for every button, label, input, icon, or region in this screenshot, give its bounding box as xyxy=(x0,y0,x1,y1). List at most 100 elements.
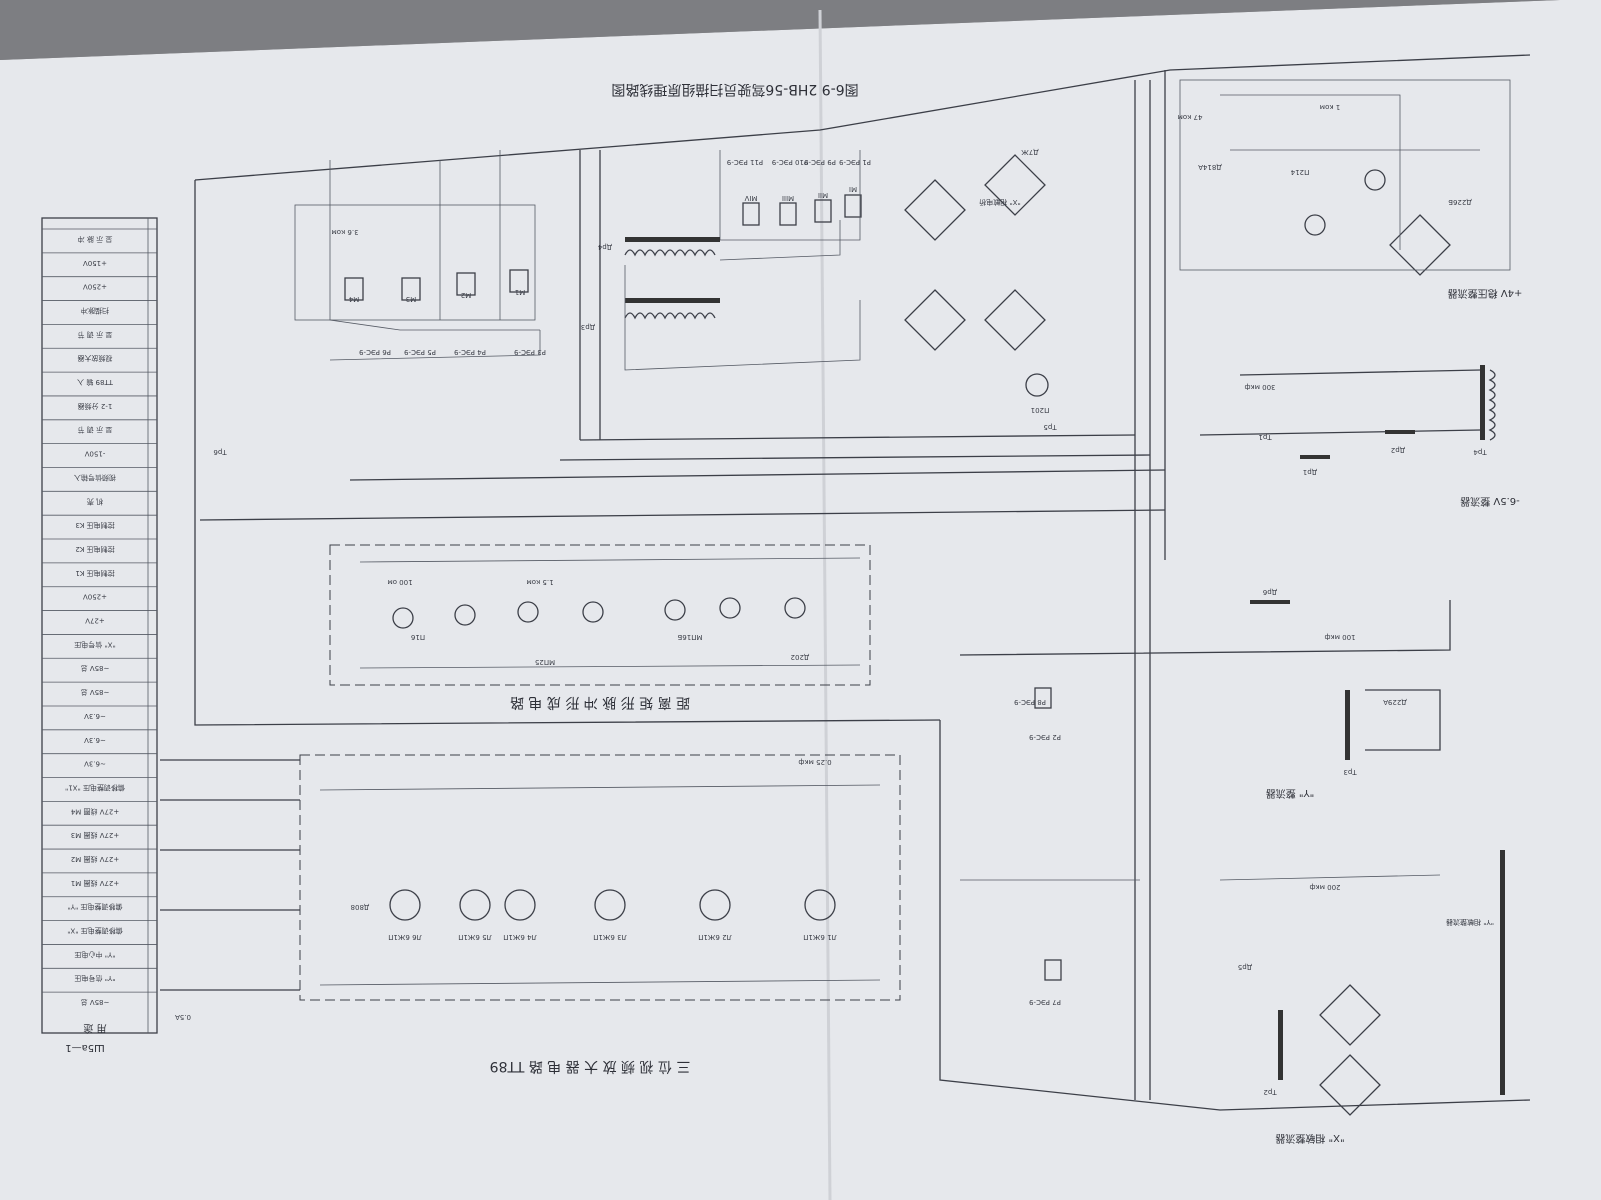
rectifier-65 xyxy=(1199,365,1496,459)
connector-row-label: 视频信号输入 xyxy=(74,473,116,482)
choke-label: Др4 xyxy=(597,243,612,251)
transistor-label: П16 xyxy=(410,633,425,641)
coil-label: M3 xyxy=(406,295,417,303)
value-label: 1 ком xyxy=(1320,103,1340,111)
coil-label: M2 xyxy=(461,291,472,299)
stabilizer-label: +4V 稳压整流器 xyxy=(1448,287,1523,300)
value-label: 0.5А xyxy=(175,1013,191,1021)
transformer-label: Tp4 xyxy=(1473,448,1488,456)
transistor-label: МП25 xyxy=(535,658,555,666)
relay-label: P1 РЭС-9 xyxy=(839,158,871,166)
value-label: 0.25 мкф xyxy=(798,758,831,766)
relay-label: P6 РЭС-9 xyxy=(359,348,391,356)
relay-label: P10 РЭС-9 xyxy=(772,158,808,166)
transistor-label: МП16Б xyxy=(677,633,702,641)
y-phase-label: "Y" 相敏整流器 xyxy=(1446,918,1494,927)
connector-row-label: TT89 输 入 xyxy=(77,378,114,387)
diagram-title: 图6-9 2HB-56驾驶员扫描组原理线路图 xyxy=(611,81,858,97)
stabilizer-box xyxy=(1179,79,1511,271)
background-table xyxy=(0,0,1560,60)
connector-row-label: 显 示 脉 冲 xyxy=(78,235,113,244)
connector-row-label: ~85V 总 xyxy=(81,688,110,697)
tube-label: Л2 6Ж1П xyxy=(698,933,732,941)
diode-label: Д814А xyxy=(1198,163,1222,171)
rectifier-65-label: -6.5V 整流器 xyxy=(1460,495,1520,508)
wiring xyxy=(160,54,1531,1111)
relay-label: P8 РЭС-9 xyxy=(1014,698,1046,706)
diode-label: Д226Б xyxy=(1448,198,1472,206)
connector-row-label: 视频放大器 xyxy=(78,354,113,363)
transformer-label: Tp3 xyxy=(1343,768,1357,776)
connector-row-label: 1-2 分频器 xyxy=(78,402,113,411)
connector-row-label: +27V 线圈 M1 xyxy=(71,879,120,888)
diode-bridges xyxy=(904,154,1451,1116)
pulse-former-label: 距 离 矩 形 脉 冲 形 成 电 路 xyxy=(510,694,690,711)
choke-label: Др5 xyxy=(1238,963,1252,971)
transformer-label: Tp1 xyxy=(1258,433,1272,441)
choke-label: Др3 xyxy=(581,323,595,331)
transformer-label: Tp6 xyxy=(213,448,228,456)
connector-row-label: 机 壳 xyxy=(87,497,103,506)
diode-label: Д202 xyxy=(791,653,810,661)
connector-row-label: ~85V 总 xyxy=(81,664,110,673)
transformer-cores xyxy=(624,220,861,371)
connector-row-label: ~6.3V xyxy=(84,760,106,768)
tube-label: Л3 6Ж1П xyxy=(593,933,627,941)
coil-label: M4 xyxy=(348,295,359,303)
connector-row-label: +250V xyxy=(83,283,107,291)
connector-row-label: +150V xyxy=(83,259,107,267)
video-amp-label: 三 位 视 频 放 大 器 电 路 TT89 xyxy=(490,1058,691,1074)
connector-row-label: ~6.3V xyxy=(84,736,106,744)
connector-header: 用 途 xyxy=(83,1022,106,1035)
connector-row-label: -150V xyxy=(84,450,105,458)
pulse-former-box xyxy=(329,544,871,686)
connector-label: Ш5a—1 xyxy=(65,1042,105,1053)
connector-row-label: 偏移调整电压 "Y" xyxy=(68,903,123,912)
connector-row-label: +250V xyxy=(83,593,107,601)
relay-label: P4 РЭС-9 xyxy=(454,348,486,356)
connector-row-label: 偏移调整电压 "X1" xyxy=(65,783,125,792)
connector-row-label: 控制电压 K3 xyxy=(75,521,114,530)
diode-label: Д229А xyxy=(1383,698,1407,706)
value-label: 100 ом xyxy=(387,578,412,586)
relay-label: P9 РЭС-9 xyxy=(804,158,836,166)
paper-fold xyxy=(818,9,832,1200)
tube-label: Л5 6Ж1П xyxy=(458,933,492,941)
connector-row-label: ~85V 总 xyxy=(81,998,110,1007)
relay-label: P3 РЭС-9 xyxy=(514,348,546,356)
value-label: 47 ком xyxy=(1178,113,1203,121)
tube-label: Л4 6Ж1П xyxy=(503,933,537,941)
tube-label: Л6 6Ж1П xyxy=(388,933,422,941)
value-label: 3.6 ком xyxy=(331,228,358,236)
value-label: 1.5 ком xyxy=(526,578,553,586)
connector-row-label: "Y" 中心电压 xyxy=(75,950,116,959)
connector-row-label: 控制电压 K2 xyxy=(75,545,114,554)
value-label: 100 мкф xyxy=(1324,633,1355,641)
connector-row-label: 扫描脉冲 xyxy=(81,306,109,315)
diode-label: Д808 xyxy=(351,903,370,911)
coil-label: M1 xyxy=(515,288,526,296)
relay-label: P7 РЭС-9 xyxy=(1029,998,1061,1006)
connector-row-label: ~6.3V xyxy=(84,712,106,720)
connector-row-label: 控制电压 K1 xyxy=(75,569,114,578)
video-amp-box xyxy=(299,754,901,1001)
connector-row-label: +27V 线圈 M2 xyxy=(71,855,120,864)
relay-label: P5 РЭС-9 xyxy=(404,348,436,356)
relay-block xyxy=(294,150,862,361)
coil-label: MI xyxy=(849,185,857,193)
choke-label: Др2 xyxy=(1391,446,1405,454)
connector-row-label: +27V 线圈 M4 xyxy=(70,807,119,816)
connector-row-label: "Y" 信号电压 xyxy=(75,974,116,983)
y-rectifier-label: "Y" 整流器 xyxy=(1266,787,1315,800)
relay-label: P11 РЭС-9 xyxy=(727,158,763,166)
coil-label: MII xyxy=(818,191,828,199)
coil-label: MIII xyxy=(782,194,794,202)
connector-row-label: 偏移调整电压 "X" xyxy=(67,927,122,936)
coil-label: MIV xyxy=(744,194,757,202)
x-phase-rectifier-label: "X" 相敏整流器 xyxy=(1275,1132,1344,1145)
transformer-label: Tp2 xyxy=(1263,1088,1277,1096)
relay-label: P2 РЭС-9 xyxy=(1029,733,1061,741)
value-label: 200 мкф xyxy=(1309,883,1340,891)
